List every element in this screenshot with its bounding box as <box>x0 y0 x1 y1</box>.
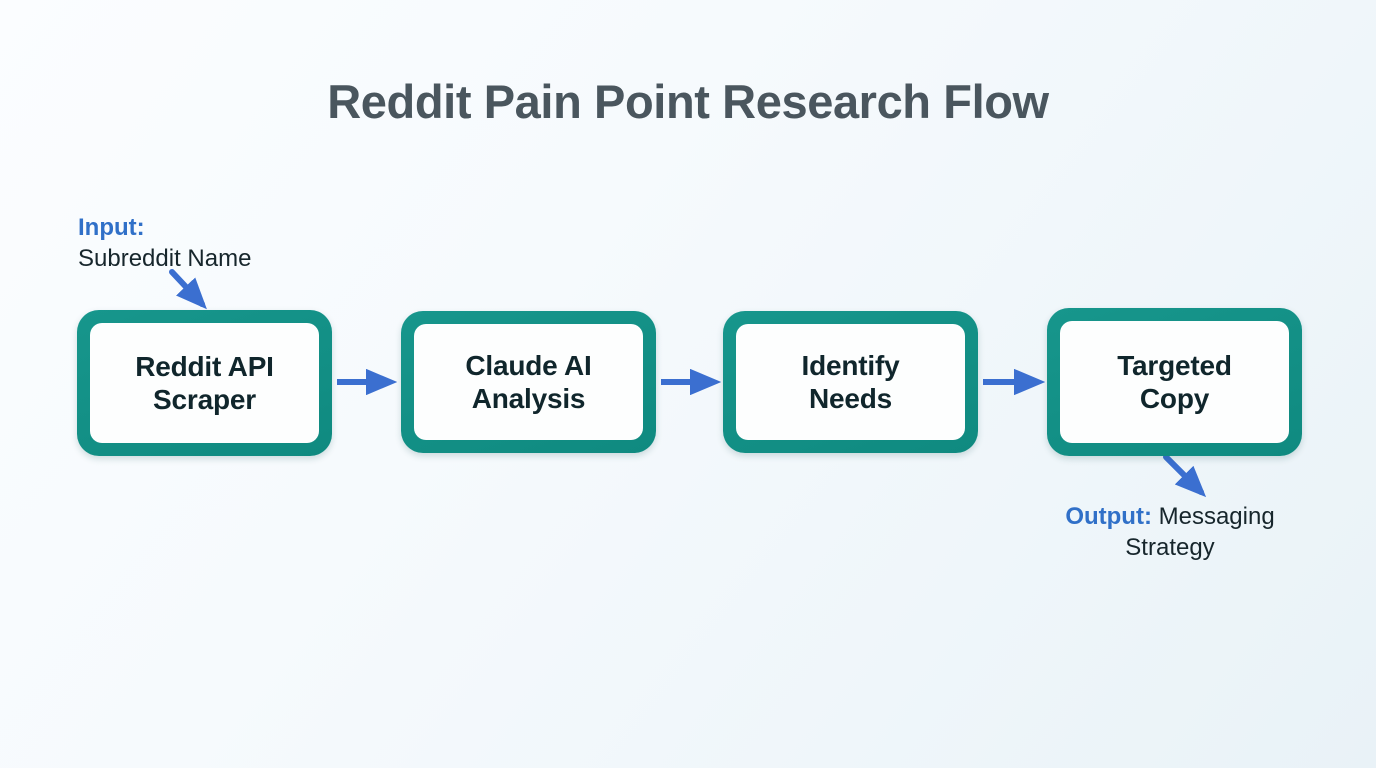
flow-node-label: Targeted Copy <box>1117 349 1232 414</box>
flow-node-identify-needs[interactable]: Identify Needs <box>723 311 978 453</box>
flow-node-label: Reddit API Scraper <box>135 350 274 415</box>
output-arrow <box>1163 454 1207 498</box>
flow-node-targeted-copy[interactable]: Targeted Copy <box>1047 308 1302 456</box>
output-annotation-text: Messaging Strategy <box>1125 503 1275 561</box>
input-annotation-text: Subreddit Name <box>78 244 252 272</box>
page-title: Reddit Pain Point Research Flow <box>327 75 1049 128</box>
flow-node-label: Claude AI Analysis <box>465 349 592 414</box>
flow-node-claude-ai-analysis[interactable]: Claude AI Analysis <box>401 311 656 453</box>
input-arrow <box>169 269 207 310</box>
output-annotation-tag: Output: <box>1065 503 1152 530</box>
flow-node-label: Identify Needs <box>801 349 900 414</box>
flow-node-reddit-api-scraper[interactable]: Reddit API Scraper <box>77 310 332 456</box>
flow-node-body: Targeted Copy <box>1060 321 1289 443</box>
flow-node-body: Identify Needs <box>736 324 965 440</box>
output-annotation: Output: Messaging Strategy <box>1020 502 1320 563</box>
flow-node-body: Reddit API Scraper <box>90 323 319 443</box>
input-annotation-tag: Input: <box>78 214 145 241</box>
flow-node-body: Claude AI Analysis <box>414 324 643 440</box>
input-annotation: Input: Subreddit Name <box>78 213 408 274</box>
